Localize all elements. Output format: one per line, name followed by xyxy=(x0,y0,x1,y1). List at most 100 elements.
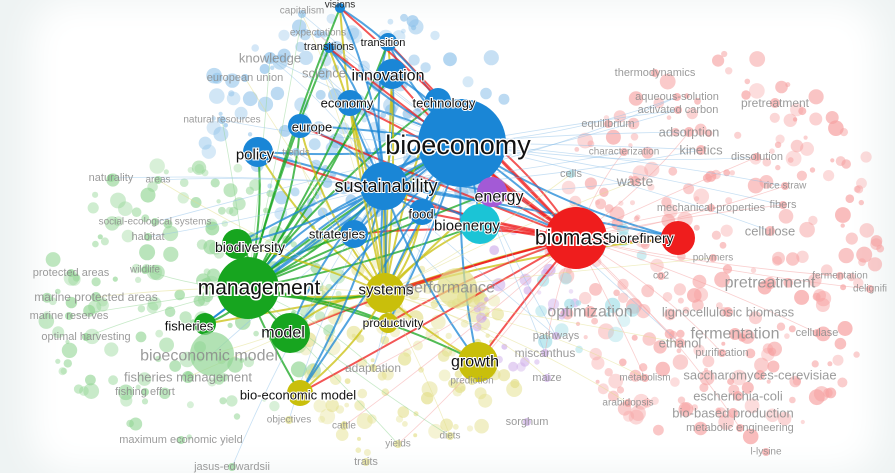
node-bioeconomy[interactable] xyxy=(418,99,506,187)
node-cells[interactable] xyxy=(567,170,575,178)
node-bioenergy[interactable] xyxy=(460,204,500,244)
red-background-dot xyxy=(847,273,856,282)
node-marine-reserves[interactable] xyxy=(65,312,73,320)
node-polymers[interactable] xyxy=(709,254,717,262)
node-sustainability[interactable] xyxy=(360,162,408,210)
red-background-dot xyxy=(800,141,814,156)
node-activated-carbon[interactable] xyxy=(674,106,682,114)
node-l-lysine[interactable] xyxy=(762,448,770,456)
node-transition[interactable] xyxy=(379,33,397,51)
node-energy[interactable] xyxy=(477,177,507,207)
node-economy[interactable] xyxy=(337,90,363,116)
node-fisheries-management[interactable] xyxy=(182,371,194,383)
node-co2[interactable] xyxy=(657,272,665,280)
node-fisheries[interactable] xyxy=(194,313,216,335)
red-background-dot xyxy=(786,252,800,266)
node-transitions[interactable] xyxy=(324,43,334,53)
node-biorefinery[interactable] xyxy=(661,221,695,255)
node-bioeconomic-model[interactable] xyxy=(190,332,234,376)
node-arabidopsis[interactable] xyxy=(624,399,632,407)
node-maize[interactable] xyxy=(543,374,551,382)
node-biodiversity[interactable] xyxy=(222,229,252,259)
node-pathways[interactable] xyxy=(552,332,560,340)
node-habitat[interactable] xyxy=(144,233,152,241)
node-bio-based-production[interactable] xyxy=(728,408,738,418)
node-metabolism[interactable] xyxy=(641,374,649,382)
node-objectives[interactable] xyxy=(285,416,293,424)
node-mechanical-properties[interactable] xyxy=(707,204,715,212)
node-yields[interactable] xyxy=(394,440,402,448)
node-performance[interactable] xyxy=(437,268,477,308)
node-dissolution[interactable] xyxy=(753,153,761,161)
node-optimal-harvesting[interactable] xyxy=(82,333,90,341)
node-fermentation[interactable] xyxy=(729,328,741,340)
node-purification[interactable] xyxy=(718,349,726,357)
node-waste[interactable] xyxy=(630,176,640,186)
node-wildlife[interactable] xyxy=(141,266,149,274)
node-sorghum[interactable] xyxy=(523,418,531,426)
node-rice-straw[interactable] xyxy=(781,182,789,190)
red-background-dot xyxy=(687,288,702,303)
node-fibers[interactable] xyxy=(779,201,787,209)
node-trends[interactable] xyxy=(292,148,300,156)
node-productivity[interactable] xyxy=(378,313,398,333)
node-metabolic-engineering[interactable] xyxy=(736,424,744,432)
node-management[interactable] xyxy=(217,257,279,319)
red-background-dot xyxy=(858,199,864,206)
node-diets[interactable] xyxy=(446,432,454,440)
node-areas[interactable] xyxy=(154,176,162,184)
node-fermentation-top[interactable] xyxy=(836,272,844,280)
node-traits[interactable] xyxy=(362,458,370,466)
node-systems[interactable] xyxy=(365,273,405,313)
node-protected-areas[interactable] xyxy=(67,269,75,277)
node-aqueous-solution[interactable] xyxy=(673,93,681,101)
node-maximum-economic-yield[interactable] xyxy=(177,436,185,444)
node-cellulose[interactable] xyxy=(765,226,775,236)
node-science[interactable] xyxy=(318,68,330,80)
node-jasus-edwardsii[interactable] xyxy=(228,463,236,471)
node-cattle[interactable] xyxy=(340,422,348,430)
node-growth[interactable] xyxy=(458,342,498,382)
node-fishing-effort[interactable] xyxy=(141,388,149,396)
node-expectations[interactable] xyxy=(314,30,322,38)
node-optimization[interactable] xyxy=(584,306,596,318)
node-natural-resources[interactable] xyxy=(218,116,226,124)
node-policy[interactable] xyxy=(243,137,273,167)
node-food[interactable] xyxy=(409,199,435,225)
node-thermodynamics[interactable] xyxy=(651,69,659,77)
node-delignification[interactable] xyxy=(866,285,874,293)
node-kinetics[interactable] xyxy=(696,145,706,155)
node-capitalism[interactable] xyxy=(298,10,306,18)
node-social-ecological-systems[interactable] xyxy=(151,218,159,226)
red-background-dot xyxy=(605,129,621,145)
green-background-dot xyxy=(219,397,227,405)
node-adaptation[interactable] xyxy=(369,364,377,372)
node-pretreatment-top[interactable] xyxy=(770,98,780,108)
node-escherichia-coli[interactable] xyxy=(733,391,743,401)
node-strategies[interactable] xyxy=(340,220,368,248)
node-naturality[interactable] xyxy=(107,174,115,182)
node-characterization[interactable] xyxy=(620,148,628,156)
node-adsorption[interactable] xyxy=(684,127,694,137)
red-background-dot xyxy=(827,361,833,367)
node-saccharomyces-cerevisiae[interactable] xyxy=(755,370,765,380)
node-bio-economic-model[interactable] xyxy=(287,380,313,406)
node-model[interactable] xyxy=(270,313,310,353)
node-lignocellulosic-biomass[interactable] xyxy=(723,307,733,317)
node-visions[interactable] xyxy=(335,3,345,13)
node-equilibrium[interactable] xyxy=(604,120,612,128)
node-ethanol[interactable] xyxy=(675,338,685,348)
node-cellulase[interactable] xyxy=(813,329,821,337)
node-innovation[interactable] xyxy=(377,59,407,89)
node-pretreatment[interactable] xyxy=(764,277,776,289)
node-europe[interactable] xyxy=(288,114,312,138)
node-miscanthus[interactable] xyxy=(541,349,549,357)
node-marine-protected-areas[interactable] xyxy=(91,292,101,302)
node-european-union[interactable] xyxy=(241,74,249,82)
node-technology[interactable] xyxy=(425,88,451,114)
node-prediction[interactable] xyxy=(468,377,476,385)
green-background-dot xyxy=(45,252,61,267)
node-knowledge[interactable] xyxy=(264,52,276,64)
node-biomass[interactable] xyxy=(545,207,607,269)
